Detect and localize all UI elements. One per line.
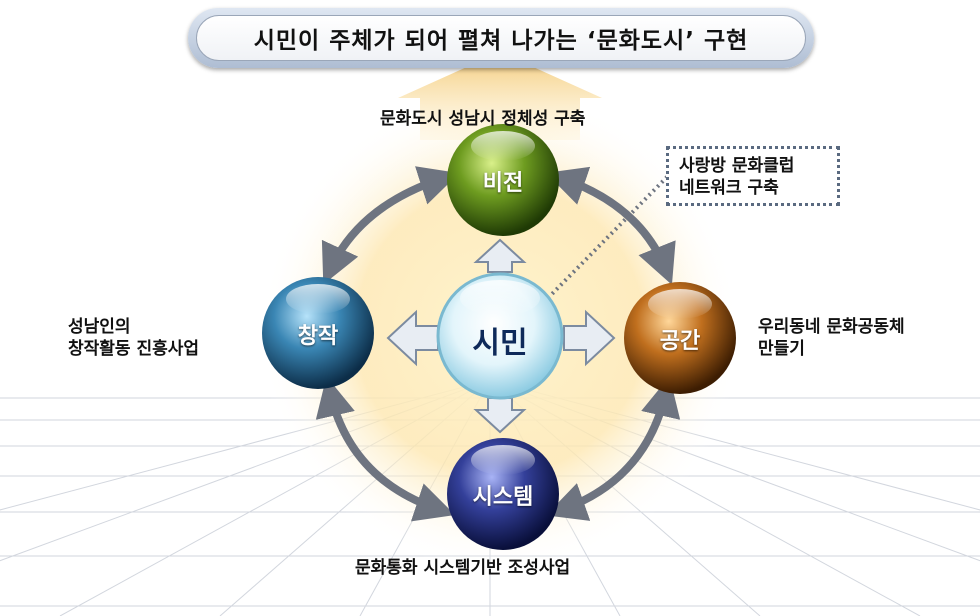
- callout-box: 사랑방 문화클럽 네트워크 구축: [666, 146, 840, 206]
- up-arrow: [398, 52, 602, 140]
- callout-line2: 네트워크 구축: [679, 178, 779, 198]
- node-left-label: 창작: [297, 324, 339, 349]
- ring-arrows: [315, 166, 681, 522]
- top-description: 문화도시 성남시 정체성 구축: [380, 109, 586, 129]
- left-description-line1: 성남인의: [68, 317, 131, 337]
- node-center-label: 시민: [472, 326, 528, 361]
- node-bottom-label: 시스템: [472, 485, 534, 510]
- center-arrows: [386, 238, 616, 434]
- bottom-description: 문화통화 시스템기반 조성사업: [355, 558, 571, 578]
- header-banner: 시민이 주체가 되어 펼쳐 나가는 ‘문화도시’ 구현: [188, 8, 814, 68]
- node-top-label: 비전: [482, 171, 524, 196]
- header-banner-inner: 시민이 주체가 되어 펼쳐 나가는 ‘문화도시’ 구현: [196, 15, 806, 61]
- left-description-line2: 창작활동 진흥사업: [68, 339, 200, 359]
- header-title: 시민이 주체가 되어 펼쳐 나가는 ‘문화도시’ 구현: [253, 28, 749, 54]
- right-description-line1: 우리동네 문화공동체: [758, 317, 905, 337]
- callout-line1: 사랑방 문화클럽: [679, 156, 795, 176]
- right-description-line2: 만들기: [758, 339, 805, 359]
- callout-connector: [546, 174, 670, 300]
- node-right-label: 공간: [659, 329, 701, 354]
